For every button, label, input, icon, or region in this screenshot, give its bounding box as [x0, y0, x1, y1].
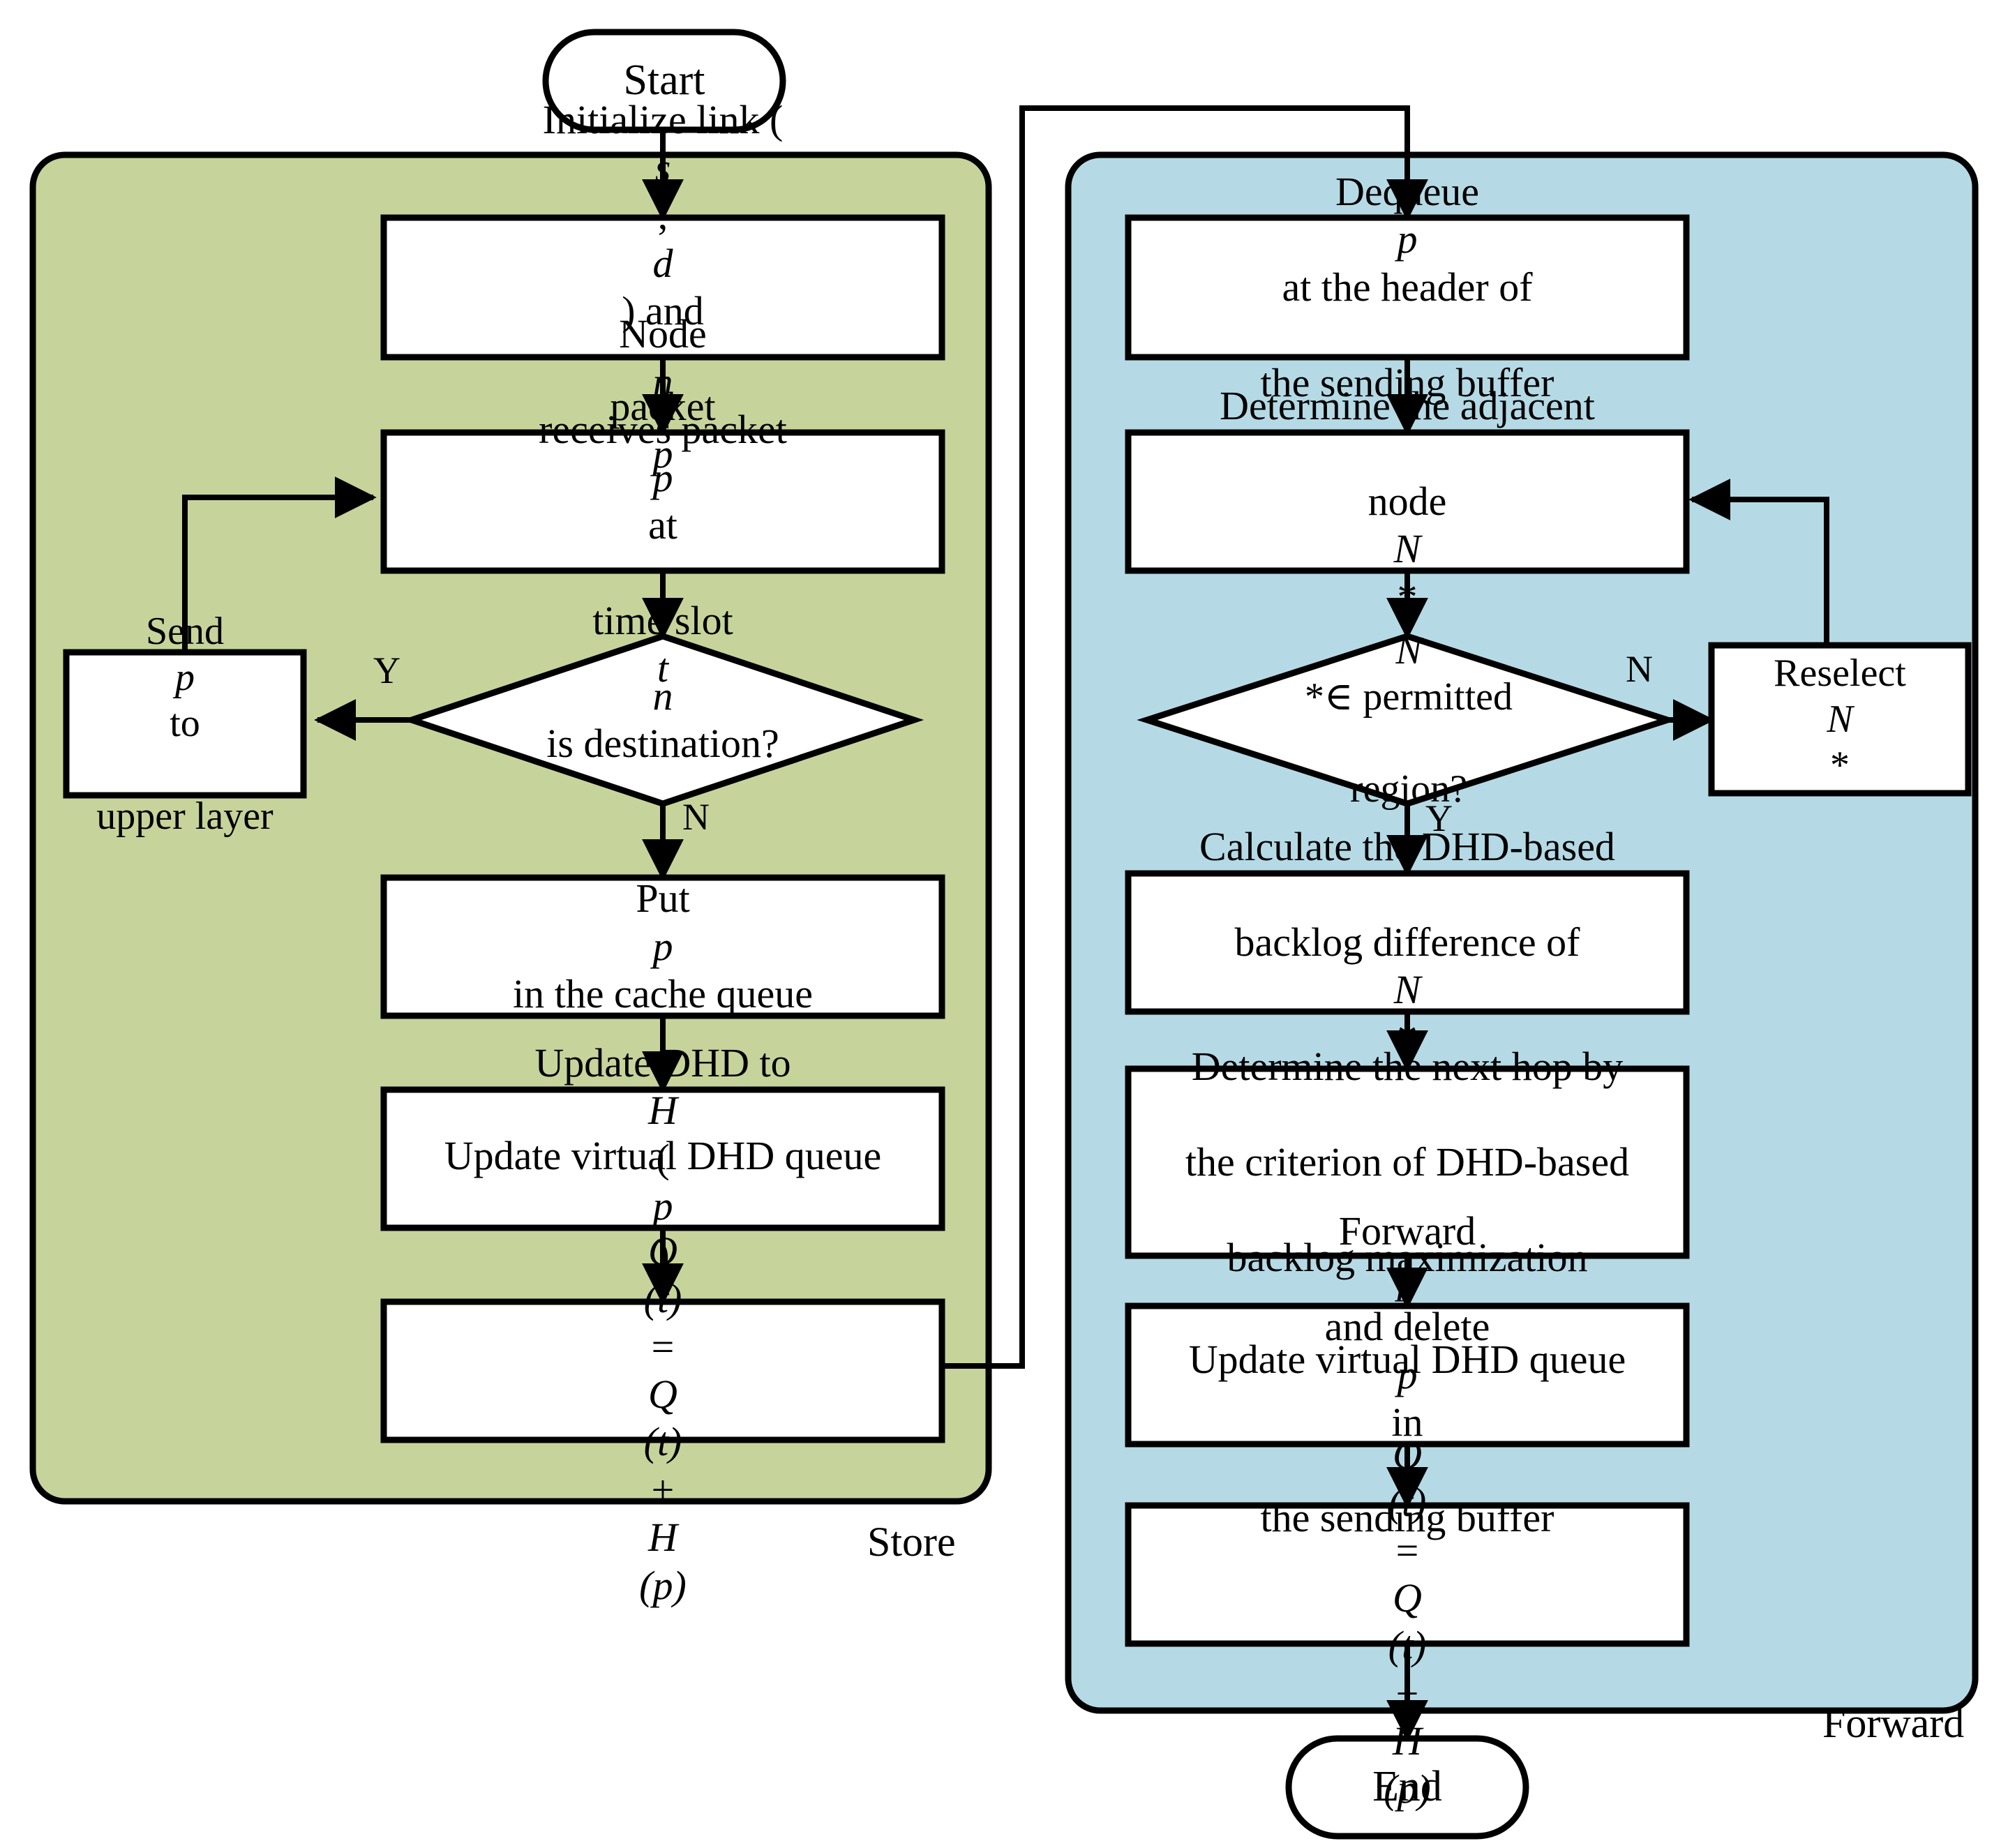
end-terminator-label: End: [1372, 1763, 1442, 1811]
initialize-node-label: Initialize link (s,d) and packet p: [384, 97, 942, 476]
is-destination-decision-label: n is destination?: [546, 673, 779, 766]
next-hop-line1: Determine the next hop by: [1191, 1043, 1624, 1089]
update-dhd-node[interactable]: [380, 1086, 945, 1231]
forward-packet-node-label: Forward p and delete p in the sending bu…: [1128, 1208, 1686, 1540]
calculate-backlog-line2: backlog difference of N*: [1234, 919, 1580, 1060]
forward-packet-line2: the sending buffer: [1260, 1495, 1554, 1541]
reselect-node-label: Reselect N*: [1774, 651, 1906, 788]
put-cache-node[interactable]: [380, 874, 945, 1019]
put-cache-node-label: Put p in the cache queue: [513, 876, 813, 1017]
send-upper-line2: upper layer: [96, 794, 274, 838]
edge-label-region-no: N: [1626, 648, 1653, 690]
next-hop-line3: backlog maximization: [1227, 1234, 1588, 1280]
forward-update-queue-node-label: Update virtual DHD queue Q(t) = Q(t) + H…: [1128, 1337, 1686, 1812]
forward-group-label: Forward: [1822, 1700, 1965, 1746]
receive-packet-node[interactable]: [380, 429, 945, 574]
determine-adjacent-line1: Determine the adjacent: [1220, 382, 1595, 428]
end-terminator[interactable]: [1285, 1735, 1529, 1840]
store-update-queue-line1: Update virtual DHD queue: [444, 1132, 882, 1178]
store-update-queue-formula: Q(t) = Q(t) + H(p): [639, 1228, 687, 1608]
send-upper-layer-node[interactable]: [63, 649, 307, 799]
determine-adjacent-node-label: Determine the adjacent node N*: [1128, 383, 1686, 619]
dequeue-node-label: Dequeue p at the header of the sending b…: [1128, 169, 1686, 405]
send-upper-line1: Send p to: [145, 610, 224, 746]
receive-packet-node-label: Node n receives packet p at time slot t: [384, 311, 942, 691]
edge-label-destination-no: N: [682, 796, 710, 838]
determine-next-hop-node[interactable]: [1125, 1065, 1690, 1259]
permitted-region-decision-label: N*∈ permitted region?: [1196, 629, 1621, 811]
store-group-label: Store: [867, 1519, 956, 1565]
receive-line2: time slot t: [592, 597, 733, 691]
update-dhd-node-label: Update DHD to H (p): [534, 1039, 791, 1277]
permitted-region-line2: region?: [1350, 767, 1467, 811]
determine-next-hop-node-label: Determine the next hop by the criterion …: [1128, 1044, 1686, 1280]
edge-send-upper-to-receive: [182, 476, 377, 652]
determine-adjacent-node[interactable]: [1125, 429, 1690, 574]
determine-adjacent-line2: node N*: [1368, 478, 1447, 619]
forward-update-queue-line1: Update virtual DHD queue: [1188, 1336, 1626, 1382]
start-terminator-label: Start: [623, 57, 705, 105]
edge-label-region-yes: Y: [1425, 797, 1453, 839]
calculate-backlog-node-label: Calculate the DHD-based backlog differen…: [1128, 824, 1686, 1060]
permitted-region-line1: N*∈ permitted: [1304, 629, 1513, 719]
forward-packet-line1: Forward p and delete p in: [1324, 1208, 1490, 1445]
forward-update-queue-node[interactable]: [1125, 1502, 1690, 1647]
is-destination-decision[interactable]: [401, 633, 924, 807]
start-terminator[interactable]: [542, 29, 786, 133]
send-upper-layer-node-label: Send p to upper layer: [66, 610, 304, 837]
initialize-node[interactable]: [380, 214, 945, 361]
forward-update-queue-formula: Q(t) = Q(t) + H(p): [1384, 1432, 1431, 1812]
calculate-backlog-line1: Calculate the DHD-based: [1199, 823, 1615, 869]
dequeue-line2: the sending buffer: [1260, 359, 1554, 405]
receive-line1: Node n receives packet p at: [539, 311, 787, 548]
initialize-line2: packet p: [610, 383, 716, 477]
initialize-line1: Initialize link (s,d) and: [542, 97, 784, 333]
dequeue-line1: Dequeue p at the header of: [1282, 168, 1533, 310]
edge-store-to-forward-feedback: [943, 105, 1428, 1369]
dequeue-node[interactable]: [1125, 214, 1690, 361]
permitted-region-decision[interactable]: [1137, 633, 1678, 807]
reselect-node[interactable]: [1708, 642, 1972, 797]
next-hop-line2: the criterion of DHD-based: [1185, 1139, 1630, 1185]
edge-reselect-to-determine-adjacent: [1688, 479, 1829, 645]
store-update-queue-node-label: Update virtual DHD queue Q(t) = Q(t) + H…: [384, 1133, 942, 1608]
forward-packet-node[interactable]: [1125, 1302, 1690, 1448]
store-update-queue-node[interactable]: [380, 1298, 945, 1443]
edge-label-destination-yes: Y: [373, 649, 400, 691]
calculate-backlog-node[interactable]: [1125, 870, 1690, 1015]
